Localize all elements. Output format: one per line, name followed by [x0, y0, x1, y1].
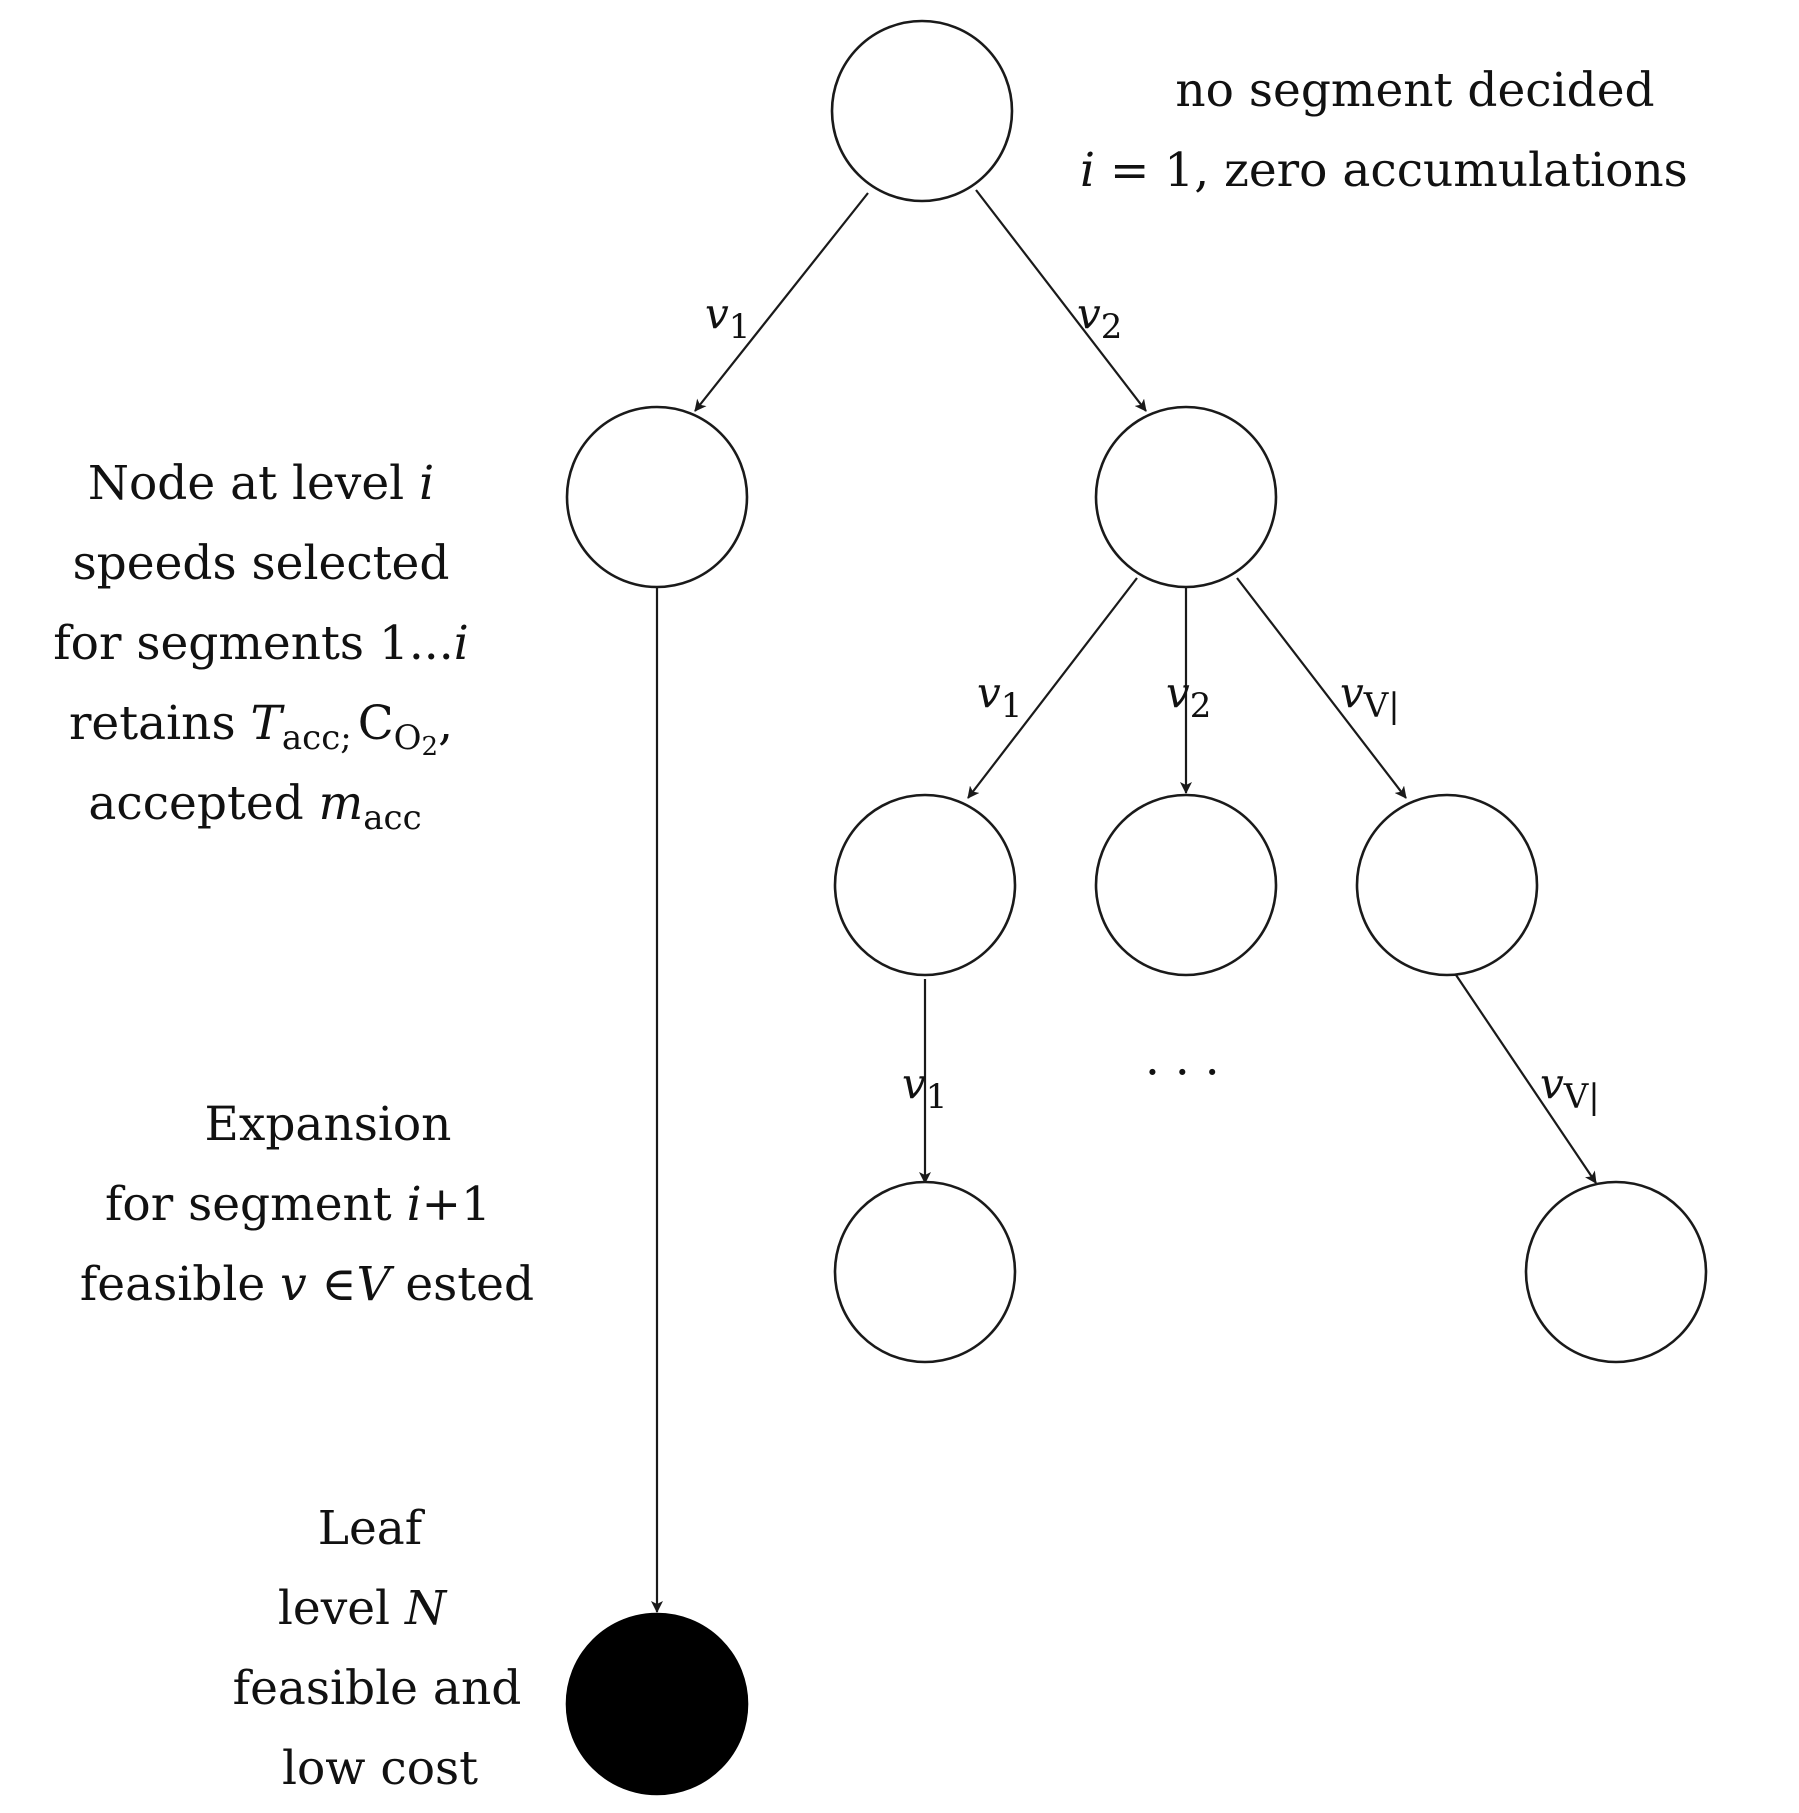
leaf-annotation-line2: level N	[278, 1581, 448, 1636]
leaf-node	[565, 1612, 749, 1796]
leaf-annotation-line4: low cost	[282, 1741, 478, 1796]
edge-label-mid-right: vV|	[1340, 668, 1400, 726]
edge-label-low-left: v1	[902, 1059, 947, 1117]
edge-labels: v1 v2 v1 v2 vV| v1 vV| · · ·	[705, 289, 1600, 1117]
edges	[651, 189, 1597, 1613]
leaf-annotation-line3: feasible and	[233, 1661, 522, 1716]
annotation-leaf: Leaf level N feasible and low cost	[233, 1501, 522, 1796]
level2-center-node	[1094, 793, 1278, 977]
annotation-root: no segment decided i = 1, zero accumulat…	[1080, 63, 1688, 198]
edge-root-left	[694, 192, 869, 412]
root-node	[830, 19, 1014, 203]
level-annotation-line2: speeds selected	[73, 536, 450, 591]
leaf-annotation-line1: Leaf	[318, 1501, 426, 1556]
level3-left-node	[833, 1180, 1017, 1364]
expansion-annotation-line3: feasible v ∈V ested	[80, 1257, 534, 1312]
expansion-annotation-line2: for segment i+1	[105, 1177, 491, 1232]
level2-left-node	[833, 793, 1017, 977]
root-annotation-line2: i = 1, zero accumulations	[1080, 143, 1688, 198]
edge-label-root-left: v1	[705, 289, 750, 347]
edge-label-root-right: v2	[1077, 289, 1122, 347]
level-annotation-line4: retains Tacc;CO2,	[69, 696, 453, 762]
annotation-expansion: Expansion for segment i+1 feasible v ∈V …	[80, 1097, 534, 1312]
level-annotation-line5: accepted macc	[88, 776, 421, 838]
expansion-annotation-line1: Expansion	[205, 1097, 452, 1152]
edge-root-right	[975, 189, 1147, 412]
edge-mid-left	[967, 577, 1138, 799]
edge-low-right	[1455, 974, 1597, 1184]
edge-label-mid-center: v2	[1166, 668, 1211, 726]
edge-label-low-right: vV|	[1540, 1059, 1600, 1117]
nodes	[565, 19, 1708, 1796]
level2-right-node	[1355, 793, 1539, 977]
level1-left-node	[565, 405, 749, 589]
edge-mid-right	[1236, 577, 1407, 799]
level-annotation-line3: for segments 1...i	[53, 616, 469, 671]
level-annotation-line1: Node at level i	[88, 456, 434, 511]
ellipsis: · · ·	[1145, 1045, 1220, 1100]
level1-right-node	[1094, 405, 1278, 589]
edge-label-mid-left: v1	[977, 668, 1022, 726]
annotation-level: Node at level i speeds selected for segm…	[53, 456, 469, 838]
level3-right-node	[1524, 1180, 1708, 1364]
root-annotation-line1: no segment decided	[1175, 63, 1654, 118]
